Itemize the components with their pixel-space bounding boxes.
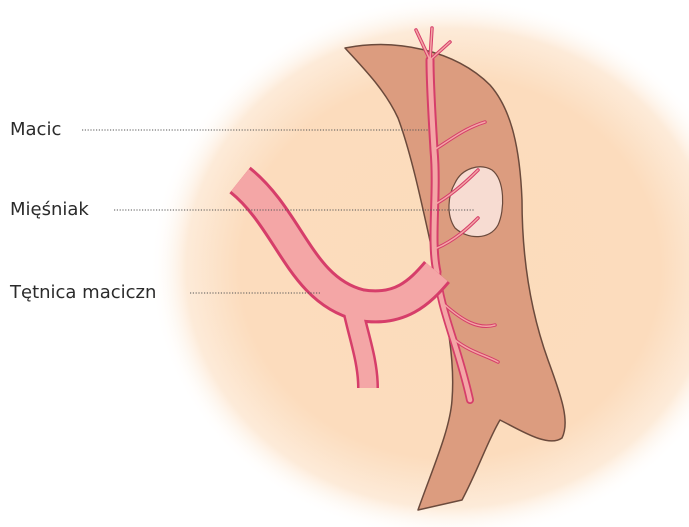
- label-fibroid: Mięśniak: [10, 201, 89, 219]
- label-uterus: Macic: [10, 121, 61, 139]
- label-uterine-artery: Tętnica maciczn: [10, 284, 156, 302]
